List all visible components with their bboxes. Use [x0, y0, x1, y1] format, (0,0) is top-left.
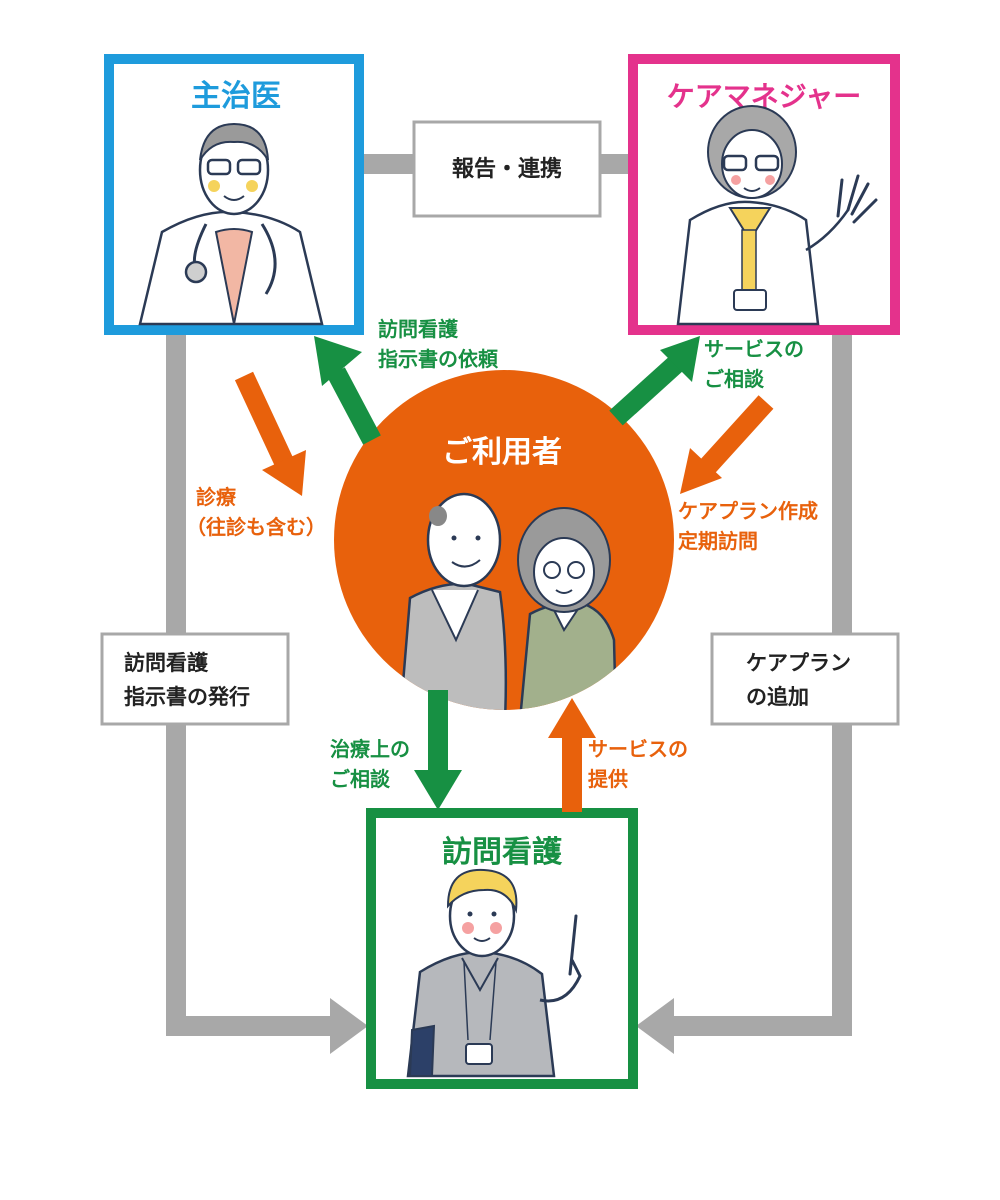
user-node: ご利用者	[334, 370, 674, 710]
doctor-node: 主治医	[104, 54, 364, 335]
nurse-node: 訪問看護	[366, 808, 638, 1089]
connector-arrowhead-left	[330, 998, 368, 1054]
arrow-care-plan	[680, 395, 774, 494]
connector-doctor-nurse-horizontal	[166, 1016, 338, 1036]
elderly-couple-illustration	[398, 492, 618, 710]
instruction-issue-line1: 訪問看護	[124, 651, 209, 675]
care-plan-line2: 定期訪問	[678, 529, 758, 553]
care-plan-add-line2: の追加	[746, 685, 809, 709]
service-consult-line1: サービスの	[704, 337, 804, 361]
connector-caremanager-nurse-horizontal	[668, 1016, 852, 1036]
instruction-issue-line2: 指示書の発行	[124, 685, 250, 709]
arrow-service-consult	[609, 336, 700, 426]
instruction-request-line1: 訪問看護	[378, 317, 459, 341]
arrow-instruction-request	[314, 336, 381, 445]
arrow-examination	[234, 371, 306, 496]
nurse-title: 訪問看護	[442, 835, 563, 870]
care-manager-node: ケアマネジャー	[628, 54, 900, 335]
connector-arrowhead-right	[636, 998, 674, 1054]
treatment-consult-line1: 治療上の	[330, 737, 410, 761]
report-label-box: 報告・連携	[412, 120, 602, 218]
nurse-illustration	[406, 868, 582, 1078]
care-plan-line1: ケアプラン作成	[678, 499, 818, 523]
instruction-request-line2: 指示書の依頼	[378, 347, 499, 371]
service-provide-line2: 提供	[588, 767, 628, 791]
care-plan-add-line1: ケアプラン	[746, 651, 851, 675]
arrow-treatment-consult	[414, 690, 462, 810]
service-provide-line1: サービスの	[588, 737, 688, 761]
user-title: ご利用者	[442, 435, 562, 470]
care-plan-add-label-box: ケアプラン の追加	[710, 632, 900, 726]
doctor-illustration	[138, 122, 324, 326]
examination-line1: 診療	[196, 485, 236, 509]
service-consult-line2: ご相談	[704, 367, 765, 391]
doctor-title: 主治医	[191, 79, 281, 114]
arrow-service-provide	[548, 698, 596, 812]
instruction-issue-label-box: 訪問看護 指示書の発行	[100, 632, 290, 726]
examination-line2: （往診も含む）	[186, 515, 326, 539]
care-manager-illustration	[676, 105, 878, 326]
treatment-consult-line2: ご相談	[330, 767, 391, 791]
report-label: 報告・連携	[452, 156, 562, 182]
